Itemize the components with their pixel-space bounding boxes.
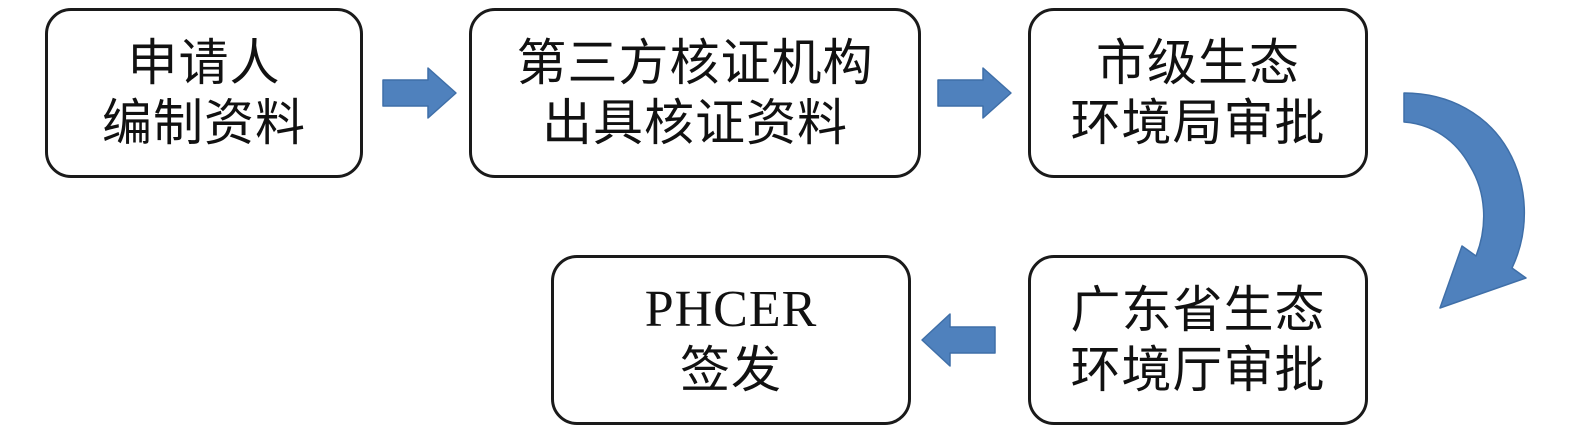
arrow-right-2-icon xyxy=(937,67,1012,119)
step-5-line-2: 签发 xyxy=(680,341,782,399)
step-4-line-2: 环境厅审批 xyxy=(1070,341,1326,399)
step-5-line-1: PHCER xyxy=(644,281,818,338)
step-1-box: 申请人 编制资料 xyxy=(45,8,363,178)
step-4-line-1: 广东省生态 xyxy=(1070,281,1326,339)
arrow-right-1-icon xyxy=(382,67,457,119)
step-2-line-2: 出具核证资料 xyxy=(542,94,848,152)
step-2-box: 第三方核证机构 出具核证资料 xyxy=(469,8,921,178)
step-3-line-2: 环境局审批 xyxy=(1070,94,1326,152)
step-3-box: 市级生态 环境局审批 xyxy=(1028,8,1368,178)
step-5-box: PHCER 签发 xyxy=(551,255,911,425)
step-1-line-1: 申请人 xyxy=(127,34,281,92)
curved-arrow-down-icon xyxy=(1403,92,1527,309)
step-4-box: 广东省生态 环境厅审批 xyxy=(1028,255,1368,425)
step-1-line-2: 编制资料 xyxy=(102,94,306,152)
step-3-line-1: 市级生态 xyxy=(1096,34,1300,92)
arrow-left-icon xyxy=(921,313,996,367)
step-2-line-1: 第三方核证机构 xyxy=(516,34,874,92)
